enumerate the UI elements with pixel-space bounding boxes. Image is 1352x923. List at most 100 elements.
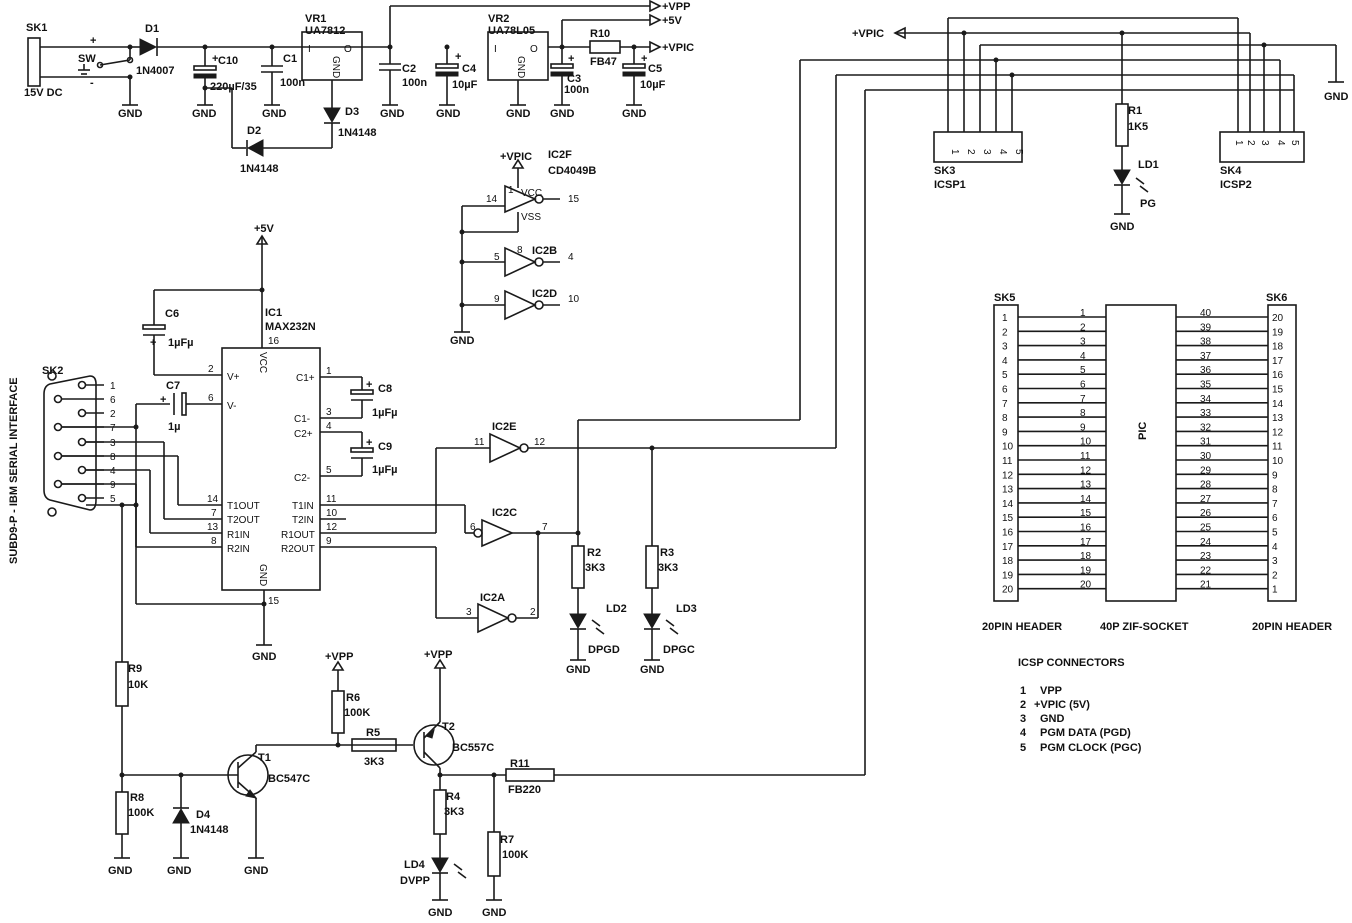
sk5-pin-label: 11 bbox=[1002, 456, 1013, 467]
zif-right-pin-label: 29 bbox=[1200, 465, 1212, 476]
svg-text:GND: GND bbox=[252, 651, 277, 663]
svg-text:C2+: C2+ bbox=[294, 429, 313, 440]
svg-text:C1-: C1- bbox=[294, 414, 310, 425]
svg-text:10K: 10K bbox=[128, 679, 148, 691]
r6-resistor bbox=[331, 690, 345, 734]
svg-text:R11: R11 bbox=[510, 758, 530, 770]
svg-text:15: 15 bbox=[568, 194, 580, 205]
sk2-side-label: SUBD9-P - IBM SERIAL INTERFACE bbox=[8, 377, 20, 564]
svg-text:SK3: SK3 bbox=[934, 165, 955, 177]
sk6-pin-label: 15 bbox=[1272, 385, 1284, 396]
svg-text:GND: GND bbox=[257, 564, 268, 586]
svg-text:1: 1 bbox=[949, 149, 960, 155]
svg-text:VSS: VSS bbox=[521, 212, 541, 223]
svg-text:PGM CLOCK (PGC): PGM CLOCK (PGC) bbox=[1040, 742, 1142, 754]
r7-resistor bbox=[487, 831, 501, 877]
svg-text:R7: R7 bbox=[500, 834, 514, 846]
svg-text:+VPP: +VPP bbox=[424, 649, 452, 661]
svg-text:T1OUT: T1OUT bbox=[227, 501, 260, 512]
svg-text:220µF/35: 220µF/35 bbox=[210, 81, 257, 93]
svg-text:C9: C9 bbox=[378, 441, 392, 453]
svg-text:C1+: C1+ bbox=[296, 373, 315, 384]
sk5-pin-label: 17 bbox=[1002, 542, 1014, 553]
svg-text:5: 5 bbox=[326, 465, 332, 476]
r9-resistor bbox=[115, 661, 129, 707]
sk5-pin-label: 4 bbox=[1002, 356, 1008, 367]
svg-text:9: 9 bbox=[326, 536, 332, 547]
svg-text:R3: R3 bbox=[660, 547, 674, 559]
sk5-pin-label: 7 bbox=[1002, 399, 1008, 410]
svg-text:C5: C5 bbox=[648, 63, 662, 75]
svg-text:VR1: VR1 bbox=[305, 13, 326, 25]
svg-text:1K5: 1K5 bbox=[1128, 121, 1148, 133]
svg-text:10: 10 bbox=[326, 508, 338, 519]
zif-right-pin-label: 38 bbox=[1200, 337, 1212, 348]
svg-text:1: 1 bbox=[1233, 140, 1244, 146]
svg-text:GND: GND bbox=[428, 907, 453, 919]
svg-text:GND: GND bbox=[550, 108, 575, 120]
sk5-pin-label: 6 bbox=[1002, 385, 1008, 396]
svg-text:9: 9 bbox=[494, 294, 500, 305]
svg-text:GND: GND bbox=[192, 108, 217, 120]
svg-text:FB47: FB47 bbox=[590, 56, 617, 68]
zif-left-pin-label: 15 bbox=[1080, 508, 1092, 519]
svg-text:1µFµ: 1µFµ bbox=[372, 407, 398, 419]
zif-right-pin-label: 23 bbox=[1200, 551, 1212, 562]
d4-diode bbox=[172, 807, 190, 824]
svg-text:-: - bbox=[90, 77, 94, 89]
zif-left-pin-label: 1 bbox=[1080, 308, 1086, 319]
svg-text:100n: 100n bbox=[402, 77, 427, 89]
sk6-pin-label: 1 bbox=[1272, 585, 1278, 596]
sk5-pin-label: 16 bbox=[1002, 528, 1014, 539]
svg-text:6: 6 bbox=[470, 522, 476, 533]
svg-text:I: I bbox=[308, 44, 311, 55]
svg-text:R2IN: R2IN bbox=[227, 544, 250, 555]
svg-text:BC557C: BC557C bbox=[452, 742, 494, 754]
svg-text:GND: GND bbox=[436, 108, 461, 120]
svg-text:5: 5 bbox=[1020, 742, 1026, 754]
svg-text:IC2E: IC2E bbox=[492, 421, 516, 433]
svg-text:2: 2 bbox=[208, 364, 214, 375]
svg-text:R2: R2 bbox=[587, 547, 601, 559]
svg-text:4: 4 bbox=[1020, 727, 1027, 739]
sk6-pin-label: 19 bbox=[1272, 327, 1284, 338]
svg-text:20PIN HEADER: 20PIN HEADER bbox=[1252, 621, 1332, 633]
svg-text:3K3: 3K3 bbox=[585, 562, 605, 574]
sk6-pin-label: 17 bbox=[1272, 356, 1284, 367]
svg-text:LD4: LD4 bbox=[404, 859, 426, 871]
svg-text:LD2: LD2 bbox=[606, 603, 627, 615]
svg-text:VPP: VPP bbox=[1040, 685, 1062, 697]
svg-text:3: 3 bbox=[326, 407, 332, 418]
sk1-label: SK1 bbox=[26, 22, 47, 34]
svg-text:1N4148: 1N4148 bbox=[190, 824, 229, 836]
svg-text:VCC: VCC bbox=[257, 352, 268, 373]
sk5-pin-label: 8 bbox=[1002, 413, 1008, 424]
svg-text:+: + bbox=[366, 437, 372, 449]
svg-text:UA7812: UA7812 bbox=[305, 25, 345, 37]
svg-text:12: 12 bbox=[326, 522, 338, 533]
zif-right-pin-label: 28 bbox=[1200, 480, 1212, 491]
svg-text:5: 5 bbox=[110, 494, 116, 505]
sk5-pin-label: 13 bbox=[1002, 485, 1014, 496]
sk6-pin-label: 10 bbox=[1272, 456, 1284, 467]
svg-text:3K3: 3K3 bbox=[364, 756, 384, 768]
svg-text:3: 3 bbox=[1259, 140, 1270, 146]
svg-text:8: 8 bbox=[517, 245, 523, 256]
r8-resistor bbox=[115, 791, 129, 835]
svg-text:T2OUT: T2OUT bbox=[227, 515, 260, 526]
sk5-pin-label: 2 bbox=[1002, 327, 1008, 338]
svg-text:O: O bbox=[530, 44, 538, 55]
svg-text:+VPIC: +VPIC bbox=[852, 28, 884, 40]
svg-text:MAX232N: MAX232N bbox=[265, 321, 316, 333]
sk6-pin-label: 5 bbox=[1272, 528, 1278, 539]
svg-text:+VPIC: +VPIC bbox=[662, 42, 694, 54]
sk6-pin-label: 20 bbox=[1272, 313, 1284, 324]
svg-text:CD4049B: CD4049B bbox=[548, 165, 596, 177]
svg-text:R6: R6 bbox=[346, 692, 360, 704]
svg-text:+: + bbox=[641, 53, 647, 65]
ic2c-gate bbox=[481, 518, 515, 548]
svg-text:T2: T2 bbox=[442, 721, 455, 733]
svg-text:1: 1 bbox=[1020, 685, 1026, 697]
svg-text:7: 7 bbox=[211, 508, 217, 519]
